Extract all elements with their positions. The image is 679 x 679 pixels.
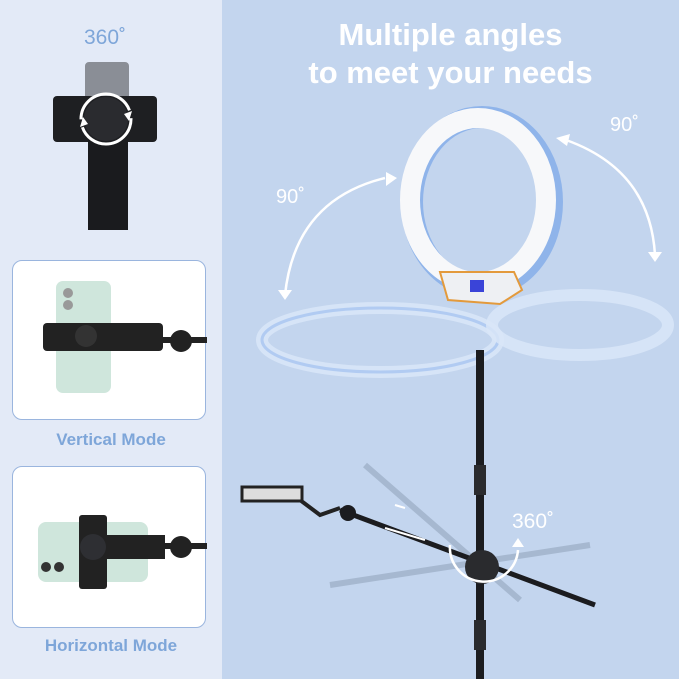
- phone-holder-rotate-illustration: [53, 62, 157, 230]
- boom-rotation-label: 360˚: [512, 510, 555, 533]
- vertical-mode-illustration: [43, 281, 207, 393]
- horizontal-mode-illustration: [38, 515, 207, 589]
- angle-label-left: 90˚: [276, 186, 305, 208]
- vertical-mode-card: [12, 260, 207, 420]
- headline: Multiple angles to meet your needs: [222, 16, 679, 92]
- angle-label-right: 90˚: [610, 114, 639, 136]
- horizontal-mode-card: [12, 466, 207, 628]
- holder-rotation-label: 360˚: [84, 26, 127, 49]
- headline-line-2: to meet your needs: [308, 55, 593, 90]
- vertical-mode-label: Vertical Mode: [56, 430, 166, 449]
- headline-line-1: Multiple angles: [338, 17, 563, 52]
- horizontal-mode-label: Horizontal Mode: [44, 636, 178, 655]
